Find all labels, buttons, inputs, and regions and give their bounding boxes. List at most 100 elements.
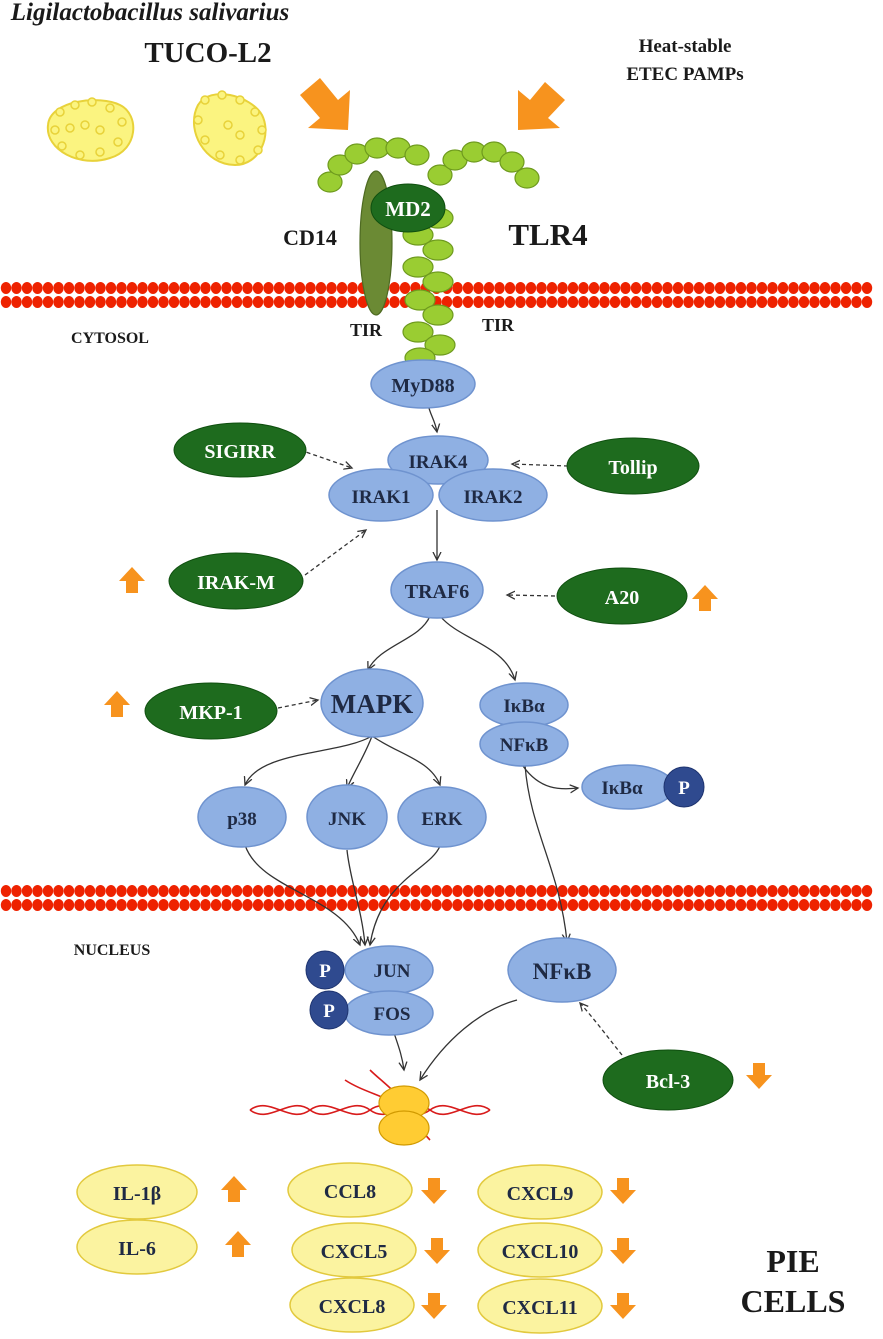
membrane-bead [441,899,453,911]
irak2-label: IRAK2 [463,487,522,508]
membrane-bead [662,885,673,897]
membrane-bead [284,296,295,308]
membrane-bead [189,282,201,294]
phospho-jun-label: P [319,961,331,982]
nfkb-nucleus-label: NFκB [533,959,592,984]
membrane-bead [809,296,820,308]
membrane-bead [420,899,432,911]
membrane-bead [294,296,306,308]
pamps-label-line1: Heat-stable [639,36,732,57]
membrane-bead [179,282,190,294]
membrane-bead [168,899,180,911]
il6-label: IL-6 [118,1238,156,1260]
membrane-bead [84,282,96,294]
membrane-bead [567,885,579,897]
cd14-label: CD14 [283,225,337,250]
membrane-bead [693,282,705,294]
membrane-bead [641,885,652,897]
membrane-bead [315,296,327,308]
membrane-bead [546,296,558,308]
nfkb-nucleus-node [507,937,617,1003]
membrane-bead [32,282,43,294]
orange-arrow-icon [300,78,350,130]
membrane-bead [662,899,673,911]
membrane-bead [714,885,726,897]
membrane-bead [326,282,337,294]
membrane-bead [683,296,694,308]
membrane-bead [788,899,799,911]
membrane-bead [578,899,589,911]
nuclear-membrane [0,885,873,911]
p38-node [197,786,287,848]
mkp1-label: MKP-1 [179,702,242,724]
membrane-bead [399,885,411,897]
membrane-bead [725,899,736,911]
membrane-bead [515,296,526,308]
membrane-bead [410,885,421,897]
membrane-bead [210,885,222,897]
membrane-bead [620,885,631,897]
membrane-bead [389,296,400,308]
membrane-bead [483,296,495,308]
membrane-bead [609,899,621,911]
membrane-bead [126,296,138,308]
membrane-bead [515,282,526,294]
membrane-bead [231,296,243,308]
membrane-bead [798,899,810,911]
membrane-bead [851,282,862,294]
membrane-bead [494,899,505,911]
membrane-bead [95,282,106,294]
membrane-bead [536,899,547,911]
membrane-bead [399,282,411,294]
membrane-bead [21,899,33,911]
membrane-bead [389,282,400,294]
membrane-bead [273,899,285,911]
membrane-bead [399,899,411,911]
membrane-bead [662,296,673,308]
membrane-bead [641,282,652,294]
membrane-bead [168,282,180,294]
membrane-bead [515,885,526,897]
membrane-bead [179,885,190,897]
membrane-bead [536,282,547,294]
jun-label: JUN [374,961,411,982]
il6-cytokine [76,1219,198,1275]
membrane-bead [494,885,505,897]
membrane-bead [147,296,159,308]
membrane-bead [347,282,358,294]
membrane-bead [0,296,12,308]
orange-arrow-up-icon [692,585,718,611]
ikba-label: IκBα [503,696,545,717]
membrane-bead [473,885,484,897]
membrane-bead [651,885,663,897]
membrane-bead [336,899,348,911]
membrane-bead [630,296,642,308]
membrane-bead [840,296,852,308]
membrane-bead [63,282,75,294]
membrane-bead [861,899,873,911]
membrane-bead [252,282,264,294]
membrane-bead [462,899,474,911]
membrane-bead [819,296,831,308]
dna-icon [249,1069,491,1141]
orange-arrow-down-icon [610,1238,636,1264]
jnk-node [306,784,388,850]
membrane-bead [672,899,684,911]
membrane-bead [221,296,232,308]
membrane-bead [588,885,600,897]
membrane-bead [63,885,75,897]
membrane-bead [641,296,652,308]
membrane-bead [0,885,12,897]
membrane-bead [536,885,547,897]
membrane-bead [11,899,22,911]
membrane-bead [798,296,810,308]
membrane-bead [11,296,22,308]
membrane-bead [74,885,85,897]
membrane-bead [126,282,138,294]
membrane-bead [620,296,631,308]
membrane-bead [357,885,369,897]
membrane-bead [809,899,820,911]
membrane-bead [714,296,726,308]
membrane-bead [189,885,201,897]
membrane-bead [21,296,33,308]
